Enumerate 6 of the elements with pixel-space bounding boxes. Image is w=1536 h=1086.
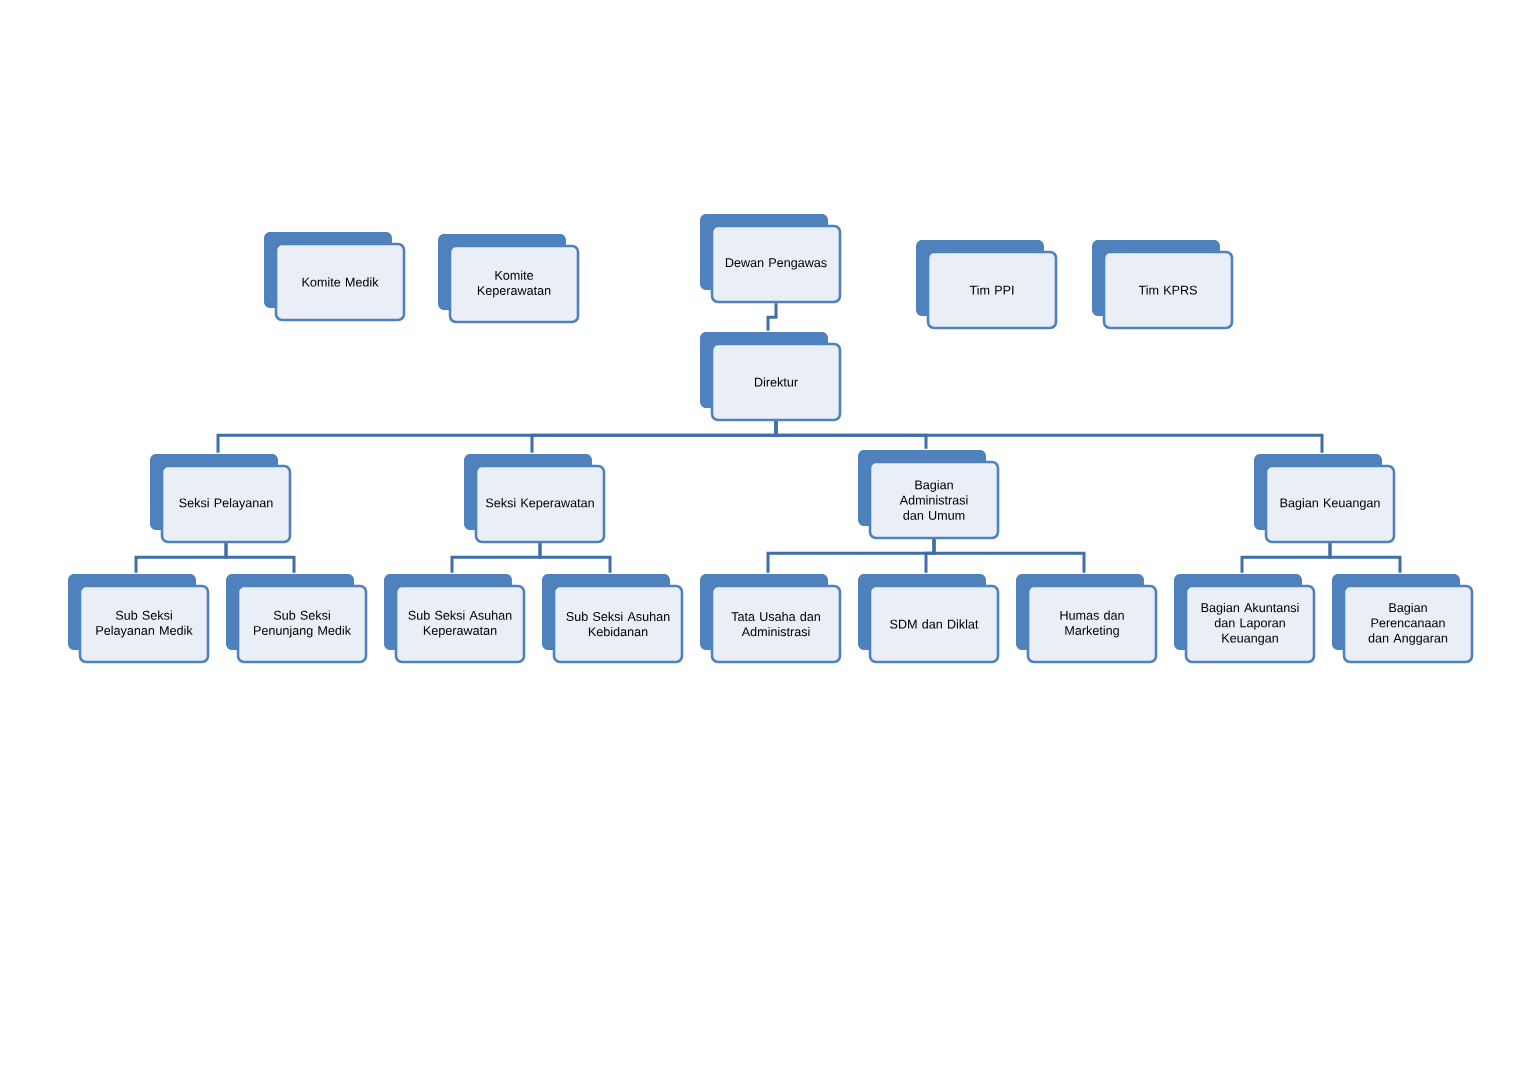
connector-line — [1328, 543, 1402, 573]
connector-line — [224, 543, 296, 573]
connector-line — [774, 421, 1324, 453]
connector-line — [766, 303, 778, 331]
connector-line — [538, 543, 612, 573]
connector-line — [932, 539, 1086, 573]
